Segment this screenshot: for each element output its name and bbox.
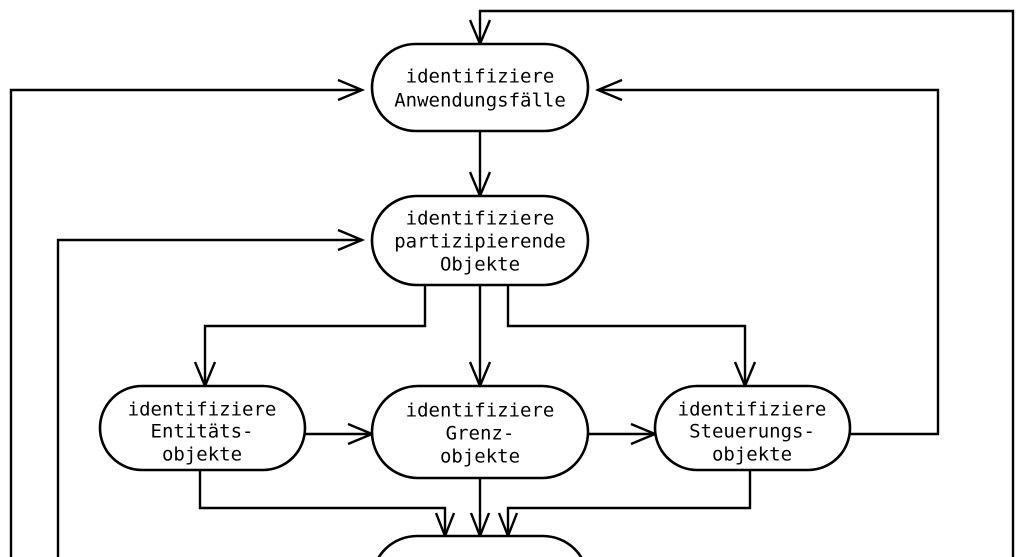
node-entitaetsobjekte-shape[interactable] (98, 384, 307, 472)
arrowhead-into-partizipierende-left (337, 228, 366, 252)
edge-steuerungs-to-bottom (506, 470, 752, 536)
node-partizipierende-objekte-shape[interactable] (370, 194, 590, 287)
edge-steuerungs-to-anwendungsfaelle (600, 88, 940, 436)
node-anwendungsfaelle-shape[interactable] (370, 42, 590, 133)
edge-partizipierende-to-steuerungs (506, 285, 747, 386)
edge-top-feedback-loop (478, 9, 1015, 557)
node-grenzobjekte-line2: Grenz- (446, 423, 515, 445)
node-anwendungsfaelle-line2: Anwendungsfälle (394, 90, 566, 112)
arrowhead-into-anwendungsfaelle-left (337, 78, 366, 102)
edge-left-outer-feedback (9, 88, 360, 557)
node-bottom-cropped-shape[interactable] (372, 534, 588, 557)
node-partizipierende-objekte[interactable]: identifiziere partizipierende Objekte (370, 194, 590, 287)
node-anwendungsfaelle[interactable]: identifiziere Anwendungsfälle (370, 42, 590, 133)
node-grenzobjekte[interactable]: identifiziere Grenz- objekte (370, 384, 590, 480)
node-partizipierende-objekte-line3: Objekte (440, 254, 520, 276)
node-grenzobjekte-line3: objekte (440, 446, 520, 468)
node-grenzobjekte-line1: identifiziere (406, 400, 555, 422)
node-steuerungsobjekte[interactable]: identifiziere Steuerungs- objekte (653, 384, 852, 472)
node-steuerungsobjekte-line3: objekte (712, 444, 792, 466)
node-layer: identifiziere Anwendungsfälle identifizi… (98, 42, 852, 557)
edge-left-inner-feedback (56, 238, 360, 557)
node-entitaetsobjekte[interactable]: identifiziere Entitäts- objekte (98, 384, 307, 472)
node-entitaetsobjekte-line1: identifiziere (128, 399, 277, 421)
edge-partizipierende-to-entitaets (203, 285, 427, 386)
node-anwendungsfaelle-line1: identifiziere (406, 66, 555, 88)
node-bottom-cropped[interactable] (372, 534, 588, 557)
node-partizipierende-objekte-line2: partizipierende (394, 231, 566, 253)
node-steuerungsobjekte-line2: Steuerungs- (689, 421, 815, 443)
node-steuerungsobjekte-line1: identifiziere (678, 399, 827, 421)
node-entitaetsobjekte-line3: objekte (162, 444, 242, 466)
node-steuerungsobjekte-shape[interactable] (653, 384, 852, 472)
edge-entitaets-to-bottom (198, 470, 447, 536)
node-entitaetsobjekte-line2: Entitäts- (151, 421, 254, 443)
node-partizipierende-objekte-line1: identifiziere (406, 208, 555, 230)
arrowhead-into-anwendungsfaelle-right (594, 78, 623, 102)
edge-layer (9, 9, 1015, 557)
node-grenzobjekte-shape[interactable] (370, 384, 590, 480)
